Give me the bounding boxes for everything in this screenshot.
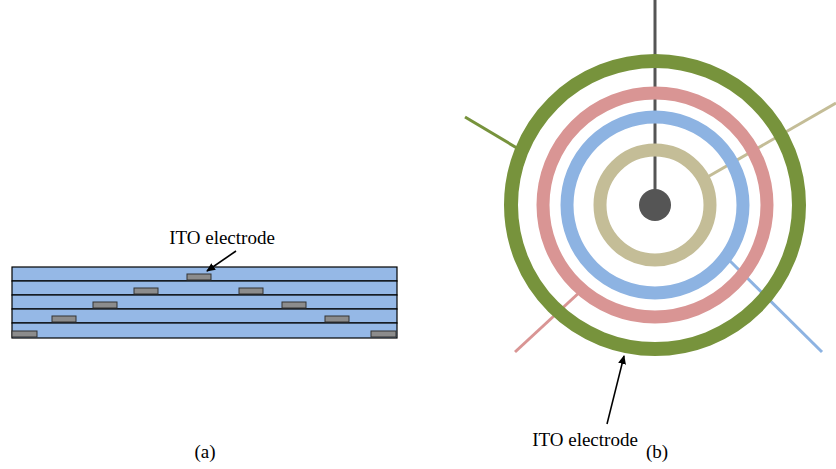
leader-arrow (607, 356, 624, 424)
center-electrode (639, 189, 671, 221)
layer-stack (12, 267, 397, 338)
panel-label: (b) (646, 441, 668, 463)
panel-label: (a) (194, 441, 215, 463)
ito-electrodes (12, 274, 396, 337)
concentric-rings (511, 61, 799, 349)
part-label: ITO electrode (532, 429, 638, 451)
ring-leads (465, 0, 836, 352)
part-label: ITO electrode (169, 227, 275, 249)
leader-arrow (207, 251, 236, 271)
